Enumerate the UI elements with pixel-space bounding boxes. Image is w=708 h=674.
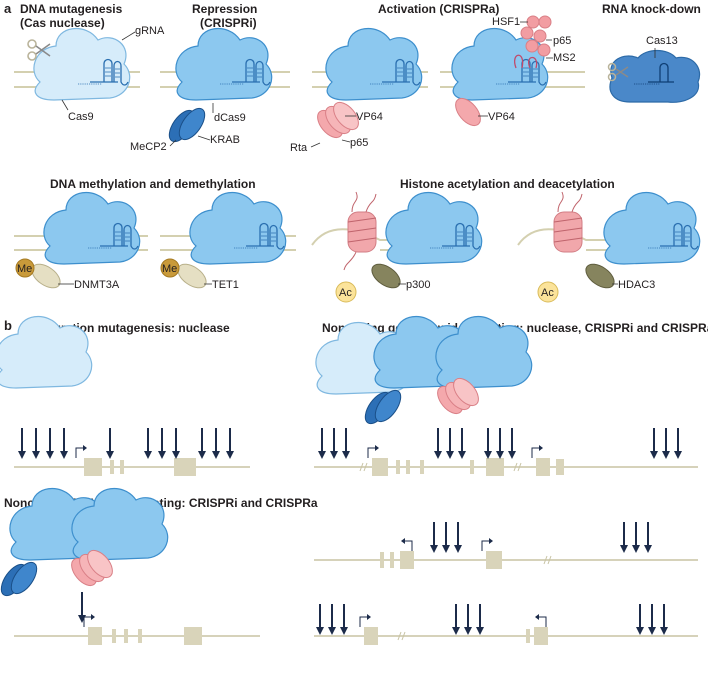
dcas9-hdac3 — [603, 191, 701, 265]
cas-nuclease-saturation — [0, 315, 93, 389]
label-dcas9: dCas9 — [214, 112, 246, 124]
acetyl-group-1 — [335, 281, 357, 303]
hdac3-domain — [585, 263, 615, 289]
locus-ncrna-upper — [314, 521, 698, 569]
label-p65-2: p65 — [553, 35, 571, 47]
label-dnmt3a: DNMT3A — [74, 279, 120, 291]
locus-ncrna-target — [14, 591, 260, 645]
label-ac-2: Ac — [541, 287, 554, 299]
locus-genome-wide — [314, 427, 698, 476]
panel-letter-b: b — [4, 318, 12, 333]
heading-dna-methylation: DNA methylation and demethylation — [50, 177, 256, 191]
vp64-domain-2 — [455, 97, 481, 127]
p300-domain — [371, 263, 401, 289]
methyl-group-1 — [15, 258, 35, 278]
cas13 — [609, 49, 701, 103]
heading-histone-acetylation: Histone acetylation and deacetylation — [400, 177, 615, 191]
label-p65-1: p65 — [350, 137, 368, 149]
label-ac-1: Ac — [339, 287, 352, 299]
panel-letter-a: a — [4, 1, 12, 16]
heading-repression: Repression — [192, 2, 257, 16]
dcas9-p300 — [385, 191, 483, 265]
nucleosome-1 — [343, 191, 377, 271]
label-cas9: Cas9 — [68, 111, 94, 123]
label-hdac3: HDAC3 — [618, 279, 655, 291]
cas9-nuclease — [33, 27, 131, 101]
label-cas13: Cas13 — [646, 35, 678, 47]
label-vp64-1: VP64 — [356, 111, 383, 123]
label-rta: Rta — [290, 142, 308, 154]
label-vp64-2: VP64 — [488, 111, 515, 123]
dcas9-tet1 — [189, 191, 287, 265]
label-krab: KRAB — [210, 134, 240, 146]
label-p300: p300 — [406, 279, 430, 291]
heading-rna-knockdown: RNA knock-down — [602, 2, 701, 16]
label-me-1: Me — [17, 263, 32, 275]
acetyl-group-2 — [537, 281, 559, 303]
label-hsf1: HSF1 — [492, 16, 520, 28]
label-grna: gRNA — [135, 25, 165, 37]
dcas9-repressor — [175, 27, 273, 101]
locus-ncrna-lower — [314, 603, 698, 645]
tet1-domain — [177, 263, 207, 289]
methyl-group-2 — [160, 258, 180, 278]
heading-crispri: (CRISPRi) — [200, 16, 257, 30]
dcas9-sam-activator — [451, 27, 549, 101]
dcas9-activator-vp64-rta-p65 — [325, 27, 423, 101]
scissors-icon — [27, 39, 51, 61]
heading-dna-mutagenesis: DNA mutagenesis — [20, 2, 123, 16]
heading-activation: Activation (CRISPRa) — [378, 2, 499, 16]
heading-cas-nuclease: (Cas nuclease) — [20, 16, 105, 30]
label-me-2: Me — [162, 263, 177, 275]
label-tet1: TET1 — [212, 279, 239, 291]
krab-domain — [163, 103, 211, 147]
label-mecp2: MeCP2 — [130, 141, 167, 153]
label-ms2: MS2 — [553, 52, 576, 64]
nucleosome-2 — [553, 191, 583, 253]
dcas9-dnmt3a — [43, 191, 141, 265]
scissors-icon-cas13 — [607, 62, 629, 82]
locus-saturation — [14, 427, 250, 476]
